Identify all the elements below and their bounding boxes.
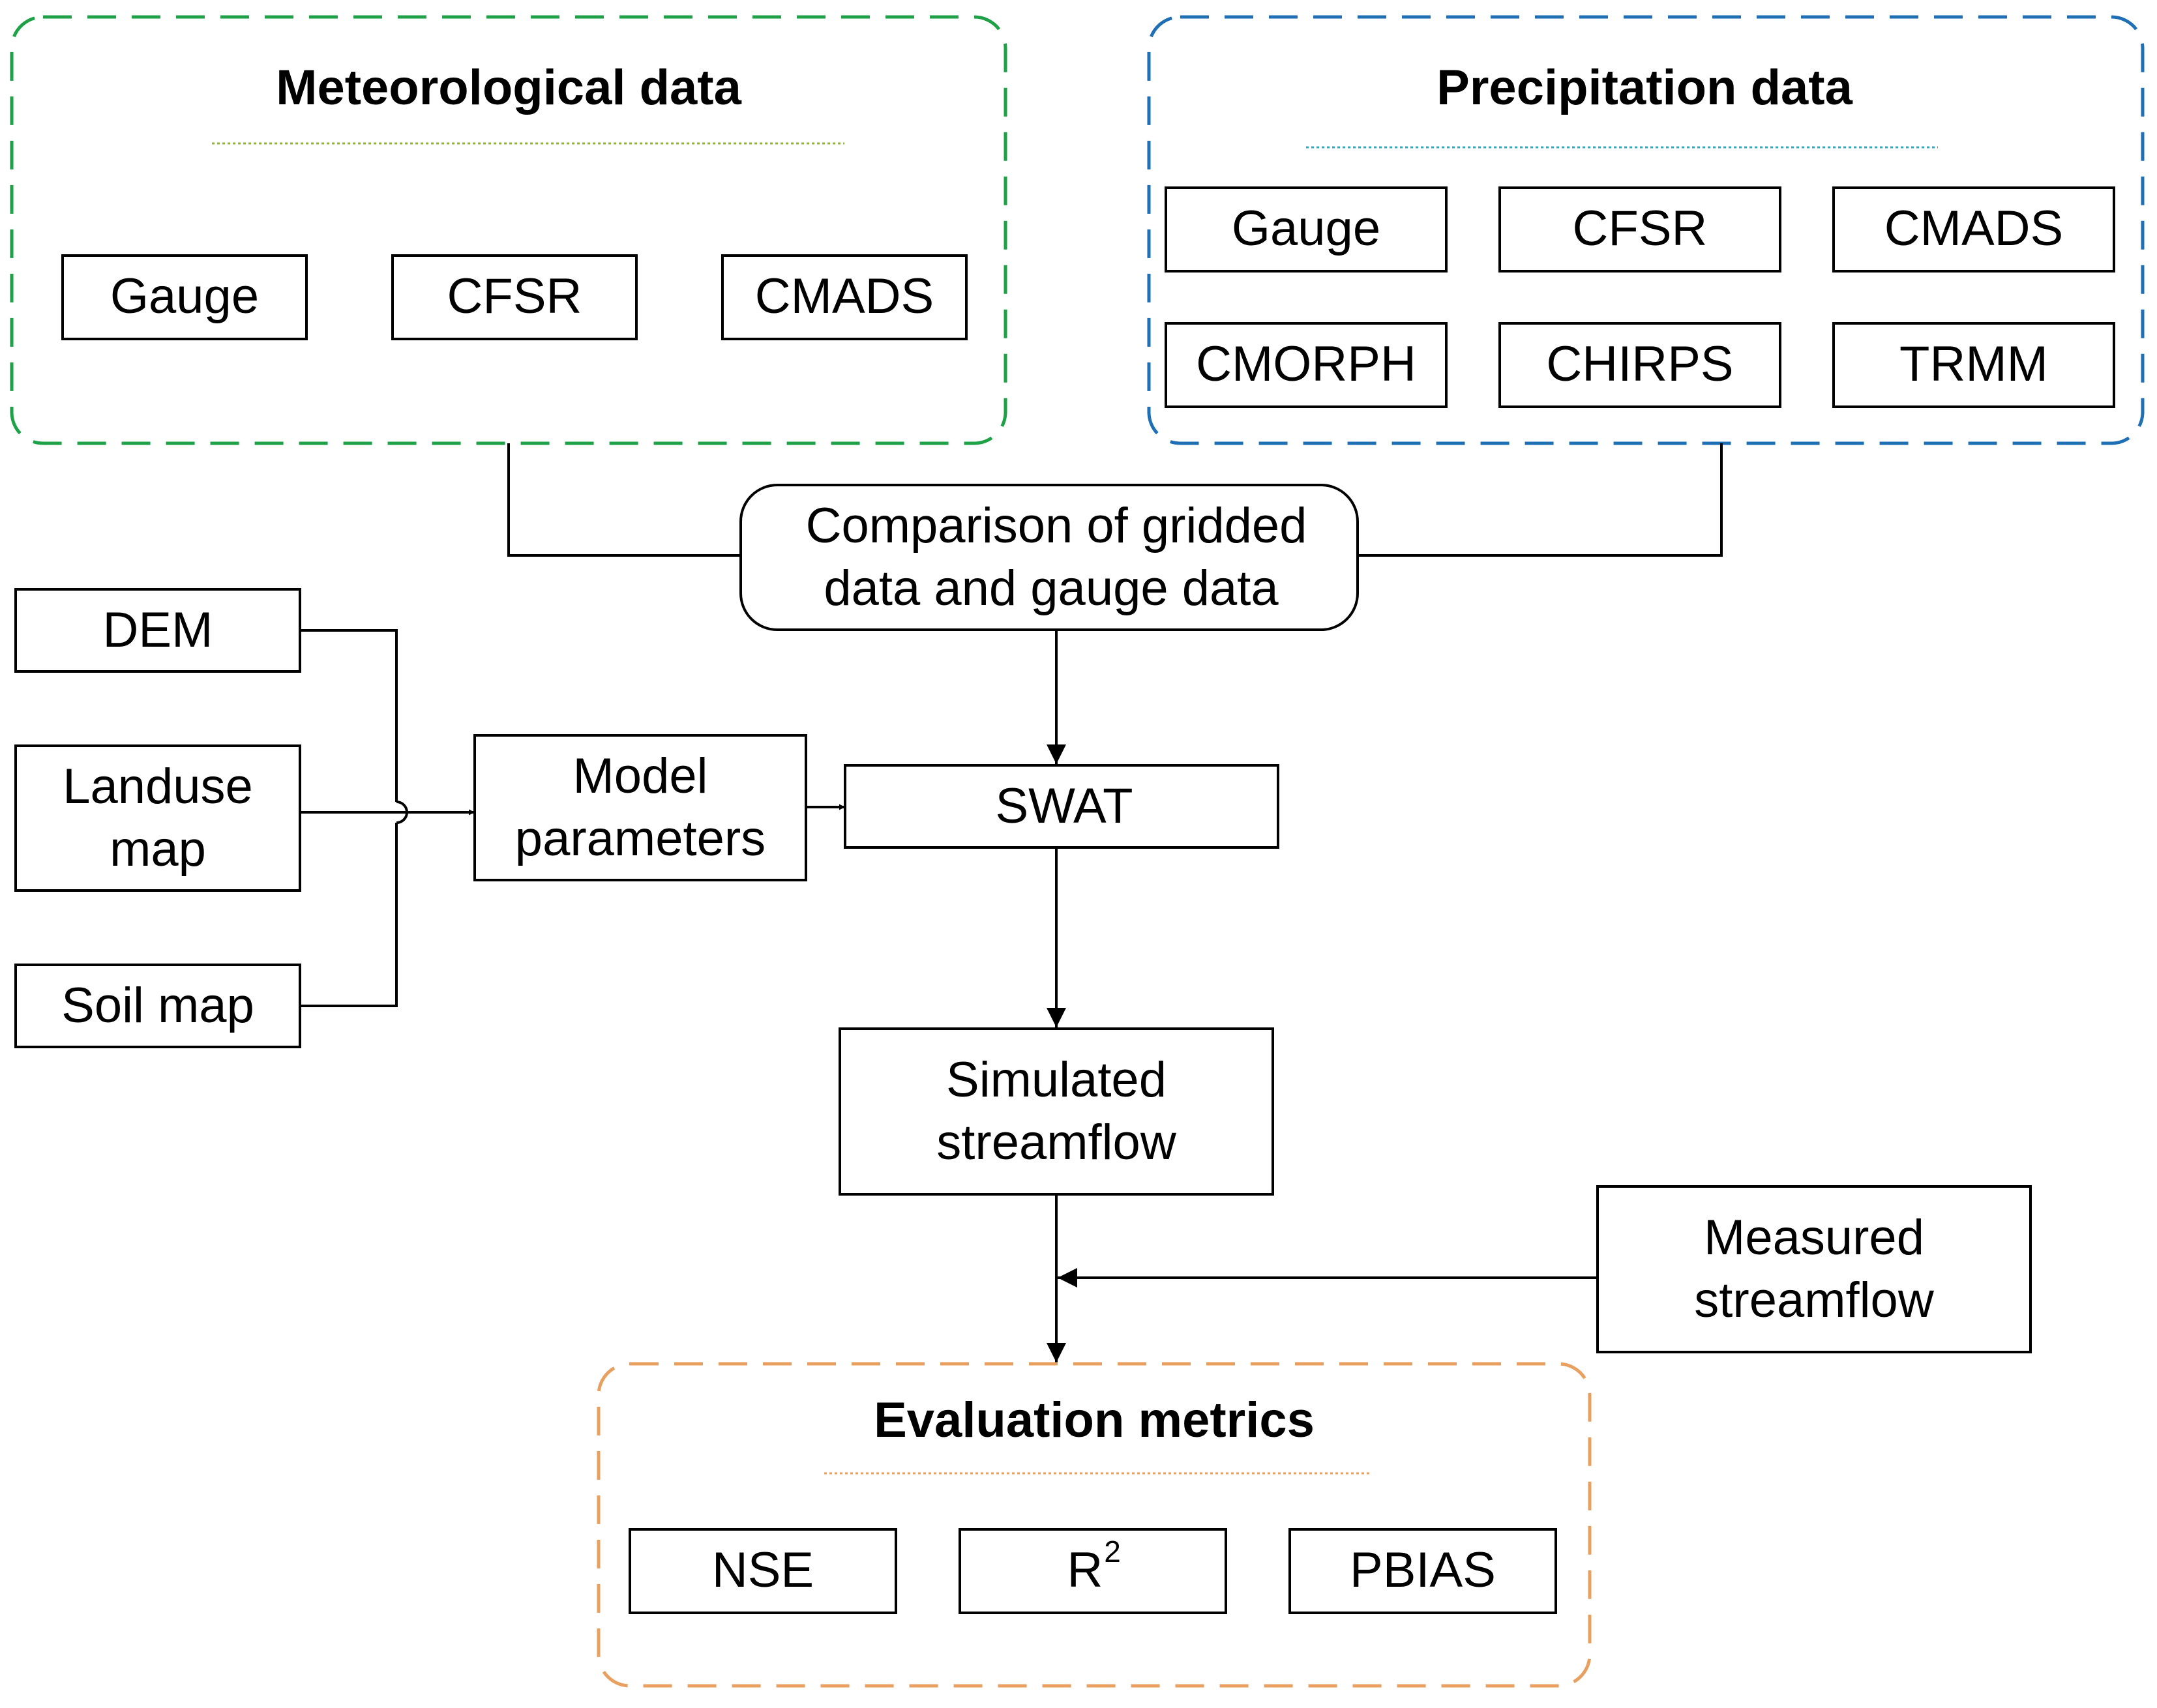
svg-text:Simulated: Simulated <box>946 1052 1167 1108</box>
evaluation-group-border <box>597 1362 1592 1688</box>
svg-text:CFSR: CFSR <box>447 269 582 324</box>
svg-text:CMADS: CMADS <box>1884 201 2063 256</box>
precip-cmads-box: CMADS <box>1832 186 2115 272</box>
soil-map-box: Soil map <box>14 964 301 1048</box>
svg-text:streamflow: streamflow <box>1694 1273 1935 1328</box>
meteorological-data-group: Meteorological data Gauge CFSR CMADS <box>10 15 1007 445</box>
svg-text:DEM: DEM <box>103 602 213 658</box>
met-gauge-box: Gauge <box>61 254 308 340</box>
precipitation-to-comparison-connector <box>1358 443 1723 557</box>
precip-cfsr-box: CFSR <box>1498 186 1781 272</box>
svg-text:TRMM: TRMM <box>1899 336 2048 392</box>
svg-text:NSE: NSE <box>712 1542 814 1598</box>
svg-text:Gauge: Gauge <box>1232 201 1380 256</box>
svg-text:Measured: Measured <box>1704 1210 1924 1265</box>
meteorological-group-border <box>10 15 1007 445</box>
r-squared-box: R 2 <box>959 1528 1227 1614</box>
svg-text:Model: Model <box>573 748 708 804</box>
svg-text:PBIAS: PBIAS <box>1350 1542 1496 1598</box>
met-cmads-box: CMADS <box>721 254 968 340</box>
precip-gauge-box: Gauge <box>1165 186 1448 272</box>
precip-chirps-box: CHIRPS <box>1498 322 1781 408</box>
evaluation-metrics-group: Evaluation metrics NSE R 2 PBIAS <box>597 1362 1592 1688</box>
nse-box: NSE <box>629 1528 897 1614</box>
svg-text:CMORPH: CMORPH <box>1196 336 1416 392</box>
svg-text:Soil map: Soil map <box>61 978 254 1033</box>
evaluation-metrics-title: Evaluation metrics <box>874 1392 1315 1448</box>
dem-soil-collector-line <box>300 629 398 802</box>
pbias-box: PBIAS <box>1288 1528 1557 1614</box>
svg-text:CFSR: CFSR <box>1573 201 1708 256</box>
svg-text:Gauge: Gauge <box>110 269 259 324</box>
comparison-box: Comparison of gridded data and gauge dat… <box>739 484 1359 631</box>
precip-cmorph-box: CMORPH <box>1165 322 1448 408</box>
dem-box: DEM <box>14 588 301 673</box>
swat-box: SWAT <box>844 764 1279 849</box>
svg-text:map: map <box>110 821 206 877</box>
precip-trmm-box: TRMM <box>1832 322 2115 408</box>
svg-text:parameters: parameters <box>515 811 766 866</box>
precipitation-group-border <box>1147 15 2145 445</box>
soil-collector-line <box>300 823 398 1007</box>
landuse-map-box: Landuse map <box>14 744 301 892</box>
svg-text:SWAT: SWAT <box>995 778 1133 834</box>
svg-text:Landuse: Landuse <box>63 759 253 814</box>
svg-text:CHIRPS: CHIRPS <box>1546 336 1733 392</box>
model-parameters-box: Model parameters <box>473 734 807 881</box>
precipitation-data-group: Precipitation data Gauge CFSR CMADS CMOR… <box>1147 15 2145 445</box>
meteorological-to-comparison-connector <box>507 443 741 557</box>
precipitation-data-title: Precipitation data <box>1436 60 1852 115</box>
measured-streamflow-box: Measured streamflow <box>1596 1185 2032 1353</box>
svg-text:2: 2 <box>1104 1535 1121 1568</box>
meteorological-data-title: Meteorological data <box>276 60 741 115</box>
svg-text:CMADS: CMADS <box>755 269 934 324</box>
svg-text:streamflow: streamflow <box>936 1115 1177 1170</box>
svg-text:R: R <box>1067 1542 1103 1598</box>
svg-text:Comparison of gridded: Comparison of gridded <box>806 498 1307 553</box>
met-cfsr-box: CFSR <box>391 254 638 340</box>
simulated-streamflow-box: Simulated streamflow <box>839 1027 1274 1196</box>
svg-text:data and gauge data: data and gauge data <box>824 561 1279 616</box>
